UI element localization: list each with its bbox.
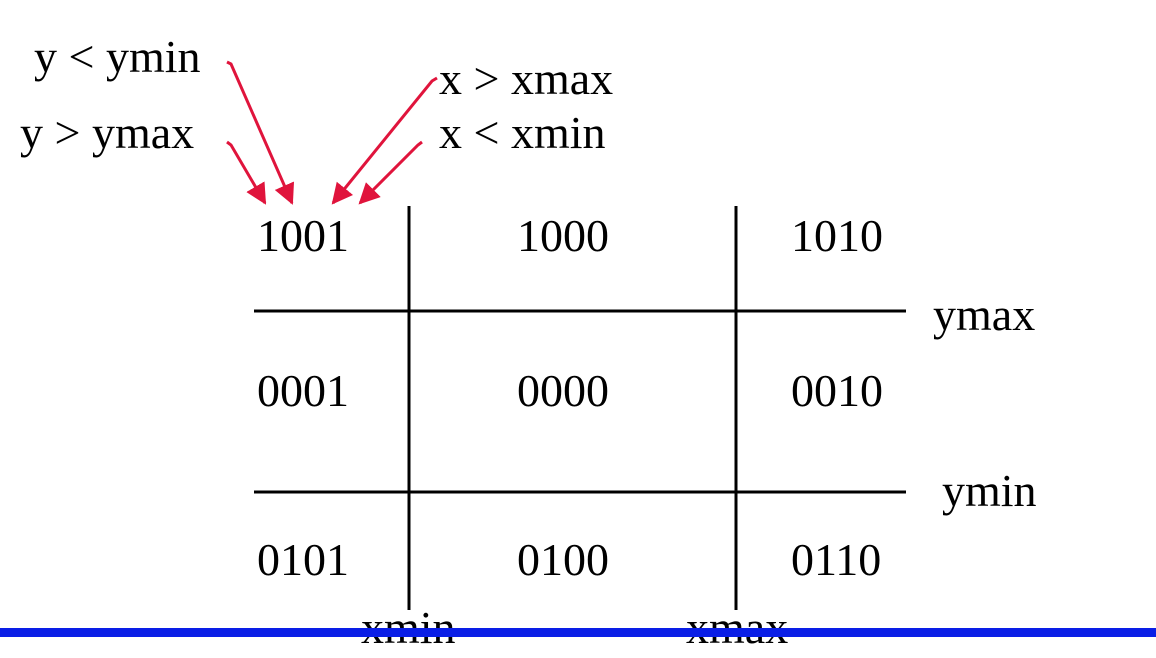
boundary-label-xmax: xmax [686, 602, 788, 653]
arrow-x-greater-xmax [331, 76, 438, 205]
region-code-middle-right: 0010 [791, 365, 883, 416]
arrow-y-greater-ymax [226, 140, 267, 205]
region-code-bottom-right: 0110 [791, 534, 881, 585]
region-code-top-right: 1010 [791, 210, 883, 261]
label-y-greater-ymax: y > ymax [20, 107, 194, 158]
region-code-top-left: 1001 [257, 210, 349, 261]
region-code-middle-center: 0000 [517, 365, 609, 416]
arrow-x-less-xmin [358, 140, 423, 205]
boundary-label-xmin: xmin [361, 602, 456, 653]
region-code-middle-left: 0001 [257, 365, 349, 416]
region-code-bottom-center: 0100 [517, 534, 609, 585]
region-code-bottom-left: 0101 [257, 534, 349, 585]
label-x-less-xmin: x < xmin [439, 107, 606, 158]
boundary-label-ymax: ymax [933, 289, 1035, 340]
boundary-label-ymin: ymin [942, 465, 1037, 516]
bottom-rule [0, 628, 1156, 637]
label-x-greater-xmax: x > xmax [439, 53, 613, 104]
region-code-top-center: 1000 [517, 210, 609, 261]
label-y-less-ymin: y < ymin [34, 31, 201, 82]
arrow-y-less-ymin [226, 60, 295, 205]
